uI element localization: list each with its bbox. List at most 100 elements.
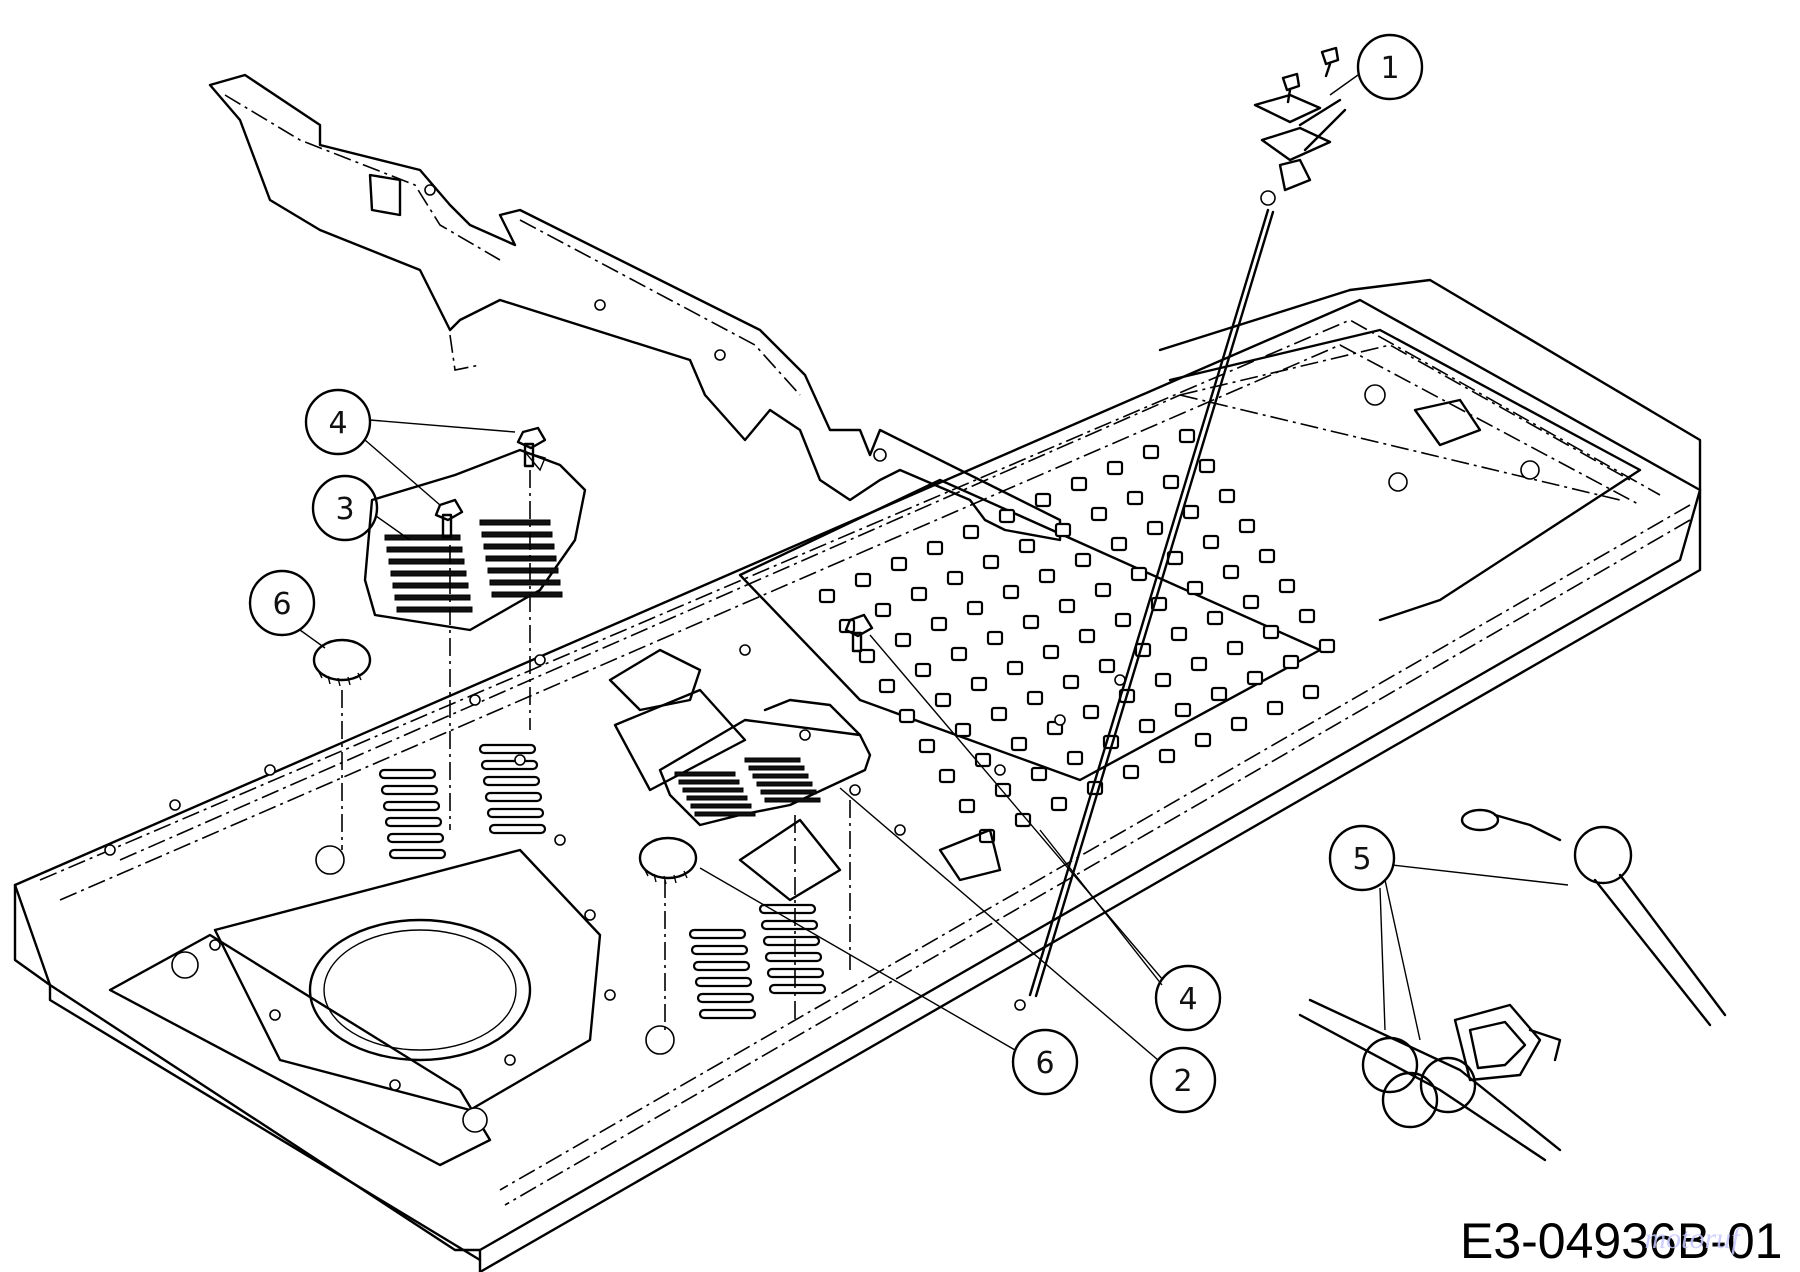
floor-perforation: [950, 646, 968, 662]
callout-2: 2: [839, 787, 1217, 1114]
callout-4-bottom: 4: [869, 634, 1222, 1032]
floor-slot: [384, 816, 443, 828]
floor-perforation: [1038, 568, 1056, 584]
floor-perforation: [1218, 488, 1236, 504]
floor-slot: [696, 992, 755, 1004]
plate-slot: [756, 781, 813, 787]
floor-perforation: [1078, 628, 1096, 644]
floor-perforation: [1094, 582, 1112, 598]
callout-4-top: 4: [304, 388, 516, 506]
floor-slot: [380, 784, 439, 796]
floor-slot: [690, 944, 749, 956]
floor-perforation: [1162, 474, 1180, 490]
plate-slot: [481, 531, 553, 538]
floor-perforation: [1182, 504, 1200, 520]
floor-perforation: [946, 570, 964, 586]
floor-slot: [484, 791, 543, 803]
floor-perforation: [890, 556, 908, 572]
plate-slot: [752, 773, 809, 779]
callout-3: 3: [311, 474, 411, 542]
drawing-reference-code: E3-04936B-01: [1460, 1213, 1782, 1269]
floor-perforation: [982, 554, 1000, 570]
floor-perforation: [1090, 506, 1108, 522]
floor-perforation: [1142, 444, 1160, 460]
plate-slot: [489, 579, 561, 586]
floor-perforation: [1146, 520, 1164, 536]
perforated-floor: [738, 428, 1336, 844]
floor-perforation: [974, 752, 992, 768]
callout-5-label: 5: [1352, 842, 1371, 877]
floor-perforation: [874, 602, 892, 618]
plate-slot: [485, 555, 557, 562]
floor-perforation: [1266, 700, 1284, 716]
callout-6-left: 6: [248, 569, 326, 649]
floor-perforation: [1074, 552, 1092, 568]
floor-perforation: [1030, 766, 1048, 782]
floor-perforation: [930, 616, 948, 632]
plate-slot: [388, 558, 465, 565]
floor-perforation: [1010, 736, 1028, 752]
floor-perforation: [898, 708, 916, 724]
callout-6-center-label: 6: [1035, 1046, 1054, 1081]
floor-perforation: [1062, 674, 1080, 690]
chassis-frame: [13, 278, 1702, 1272]
plate-slot: [760, 789, 817, 795]
floor-perforation: [1034, 492, 1052, 508]
floor-perforation: [1242, 594, 1260, 610]
floor-perforation: [1158, 748, 1176, 764]
floor-perforation: [1042, 644, 1060, 660]
floor-slot: [762, 935, 821, 947]
hole-plug-left: [312, 638, 372, 850]
floor-perforation: [926, 540, 944, 556]
floor-perforation: [1106, 460, 1124, 476]
floor-perforation: [1126, 490, 1144, 506]
callout-5: 5: [1328, 824, 1569, 1041]
floor-perforation: [1154, 672, 1172, 688]
center-grate-plate: [658, 613, 874, 1030]
floor-perforation: [954, 722, 972, 738]
floor-perforation: [966, 600, 984, 616]
plate-slot: [392, 582, 469, 589]
floor-perforation: [1026, 690, 1044, 706]
floor-perforation: [878, 678, 896, 694]
plate-slot: [386, 546, 463, 553]
left-grate-plate: [363, 426, 587, 830]
floor-perforation: [1226, 640, 1244, 656]
floor-slot: [386, 832, 445, 844]
floor-perforation: [1186, 580, 1204, 596]
floor-perforation: [990, 706, 1008, 722]
floor-cutouts: [104, 644, 1126, 1133]
floor-perforation: [1262, 624, 1280, 640]
plate-slot: [396, 606, 473, 613]
floor-perforation: [1070, 476, 1088, 492]
floor-slot: [692, 960, 751, 972]
floor-perforation: [998, 508, 1016, 524]
floor-perforation: [1178, 428, 1196, 444]
floor-slot: [698, 1008, 757, 1020]
floor-perforation: [1018, 538, 1036, 554]
floor-slot: [388, 848, 447, 860]
floor-perforation: [1050, 796, 1068, 812]
callout-4-top-label: 4: [328, 406, 347, 441]
plate-slot: [394, 594, 471, 601]
floor-slot: [486, 807, 545, 819]
floor-perforation: [1022, 614, 1040, 630]
floor-perforation: [854, 572, 872, 588]
floor-perforation: [938, 768, 956, 784]
plate-slot: [390, 570, 467, 577]
floor-perforation: [1222, 564, 1240, 580]
floor-perforation: [894, 632, 912, 648]
floor-perforation: [1258, 548, 1276, 564]
floor-perforation: [918, 738, 936, 754]
floor-perforation: [858, 648, 876, 664]
terminal-detail: [1298, 808, 1727, 1162]
floor-perforation: [1194, 732, 1212, 748]
floor-perforation: [970, 676, 988, 692]
floor-slot: [760, 919, 819, 931]
floor-perforation: [1174, 702, 1192, 718]
floor-perforation: [1278, 578, 1296, 594]
floor-slot: [694, 976, 753, 988]
floor-slot: [758, 903, 817, 915]
floor-perforation: [818, 588, 836, 604]
floor-perforation: [1082, 704, 1100, 720]
